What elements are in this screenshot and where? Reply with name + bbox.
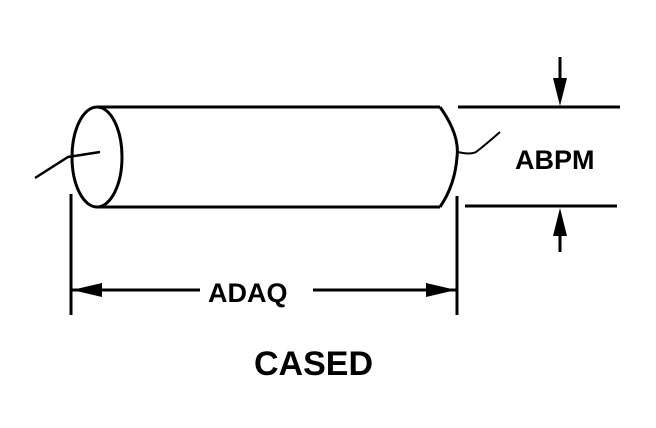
diameter-arrowhead-top: [553, 78, 567, 106]
diameter-label: ABPM: [515, 145, 595, 175]
left-lead-wire: [34, 150, 101, 180]
length-arrowhead-left: [72, 283, 102, 297]
cylinder-left-end: [70, 105, 124, 209]
right-lead-wire: [457, 131, 501, 155]
length-arrowhead-right: [426, 283, 456, 297]
cylinder-right-end: [438, 106, 459, 208]
diameter-arrowhead-bottom: [553, 208, 567, 236]
diagram-title: CASED: [254, 345, 373, 383]
length-label: ADAQ: [208, 278, 288, 308]
